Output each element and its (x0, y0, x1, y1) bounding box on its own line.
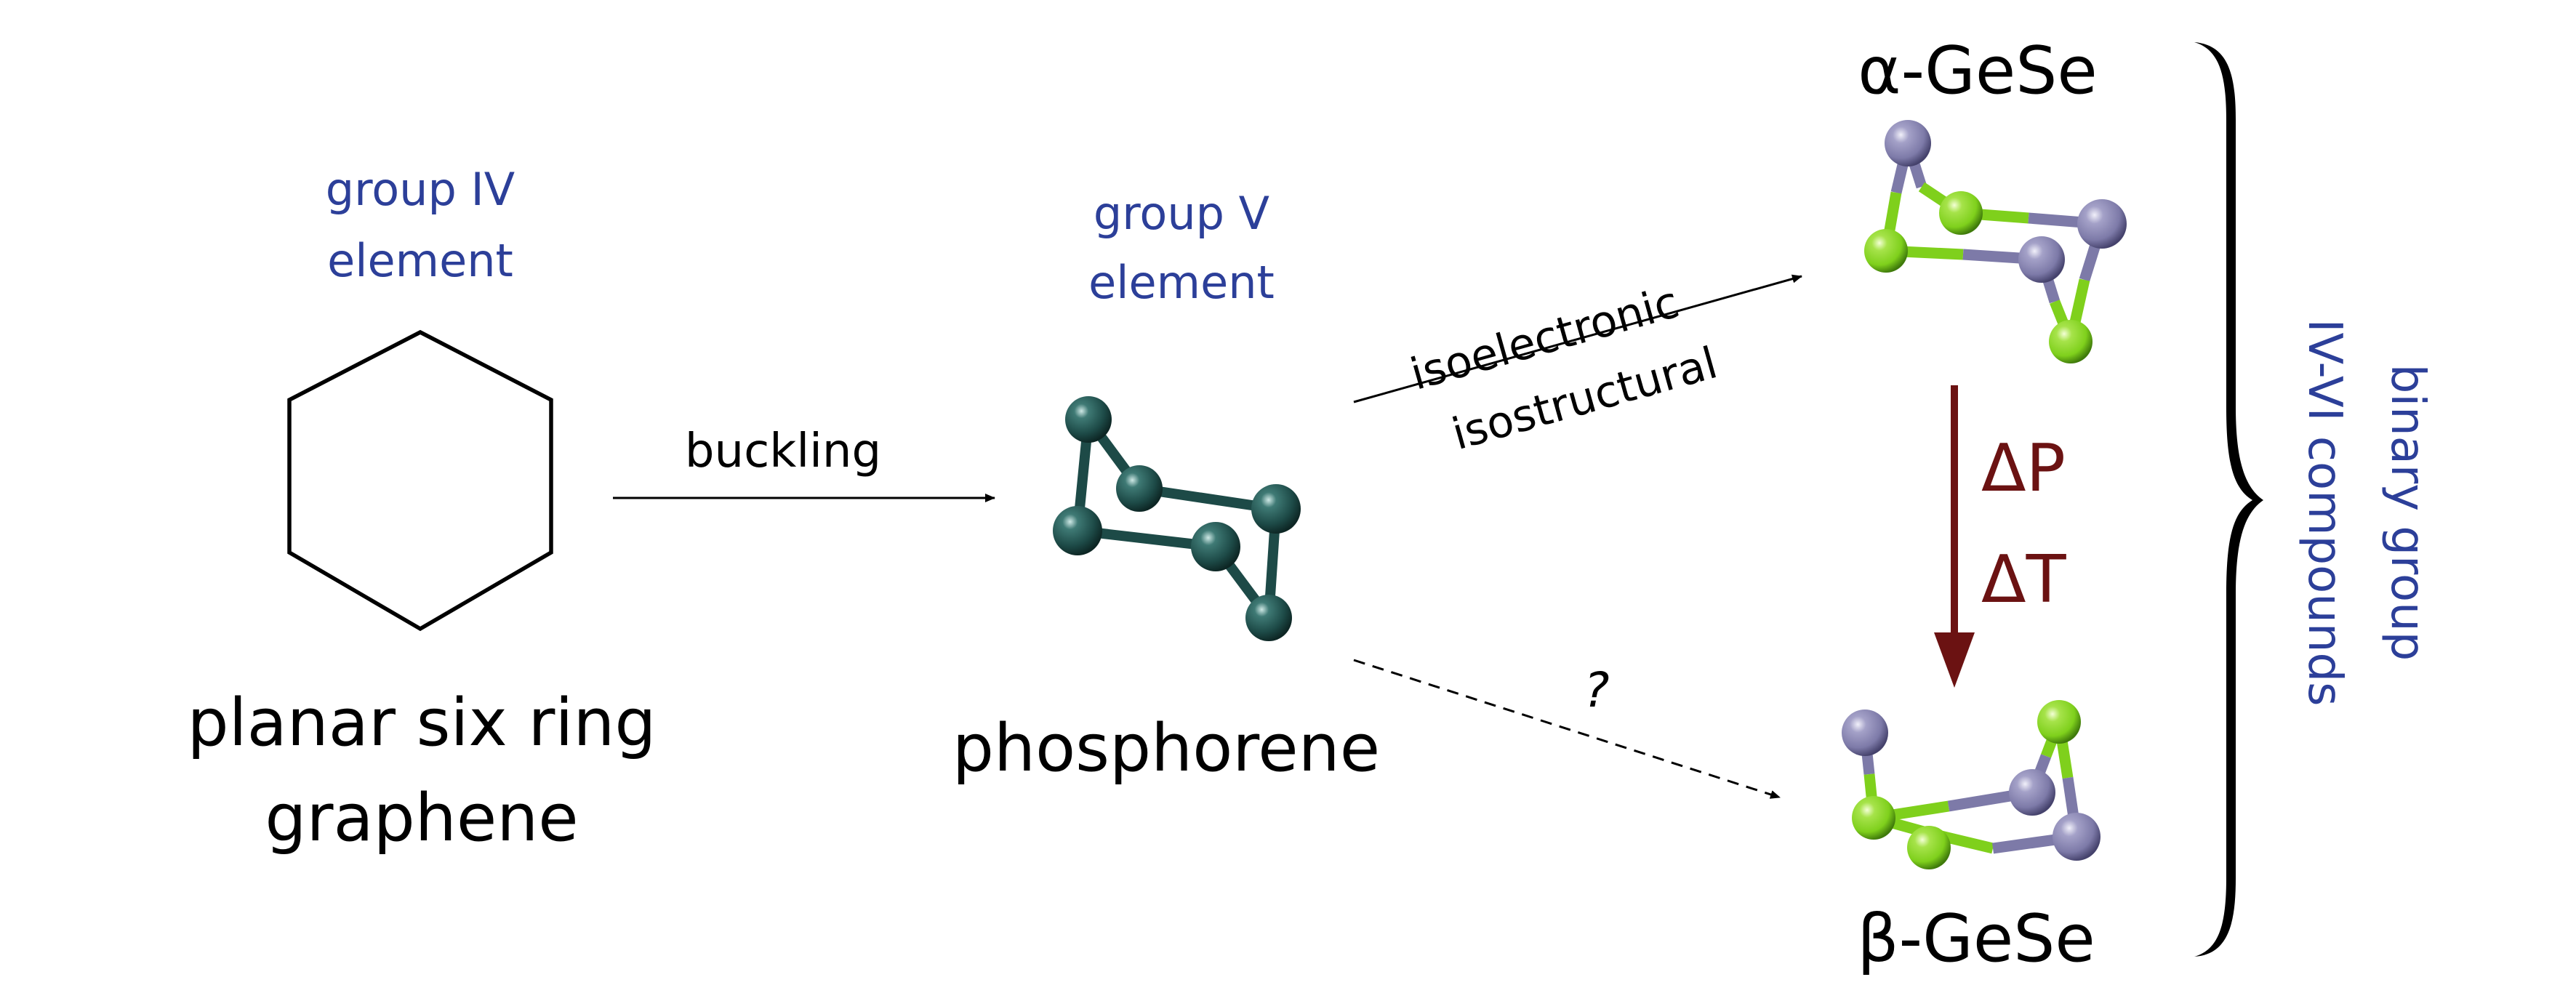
alpha-gese-molecule-icon (1864, 120, 2127, 363)
brace-label-line2: IV-VI compounds (2298, 319, 2351, 707)
curly-brace-icon (2194, 42, 2263, 957)
buckling-label: buckling (685, 425, 881, 478)
brace-label-line1: binary group (2380, 364, 2434, 662)
beta-gese-label: β-GeSe (1857, 901, 2095, 977)
graphene-caption-line2: graphene (265, 780, 578, 856)
unknown-relation-arrow (1353, 659, 1781, 799)
phosphorene-category-line1: group V (1094, 187, 1269, 240)
phosphorene-molecule-icon (1053, 396, 1301, 641)
alpha-gese-label: α-GeSe (1858, 33, 2097, 109)
phosphorene-category-line2: element (1088, 256, 1275, 309)
transition-arrow-head (1934, 632, 1975, 688)
graphene-category-line2: element (327, 234, 513, 287)
hexagon-icon (287, 329, 553, 632)
beta-gese-molecule-icon (1842, 700, 2100, 869)
graphene-category-line1: group IV (326, 163, 515, 216)
delta-t-label: ΔT (1981, 542, 2067, 618)
isoelectronic-arrow (1353, 274, 1802, 403)
graphene-caption-line1: planar six ring (187, 685, 656, 761)
phosphorene-caption: phosphorene (952, 710, 1380, 787)
delta-p-label: ΔP (1981, 430, 2066, 507)
unknown-relation-label: ? (1584, 662, 1609, 718)
